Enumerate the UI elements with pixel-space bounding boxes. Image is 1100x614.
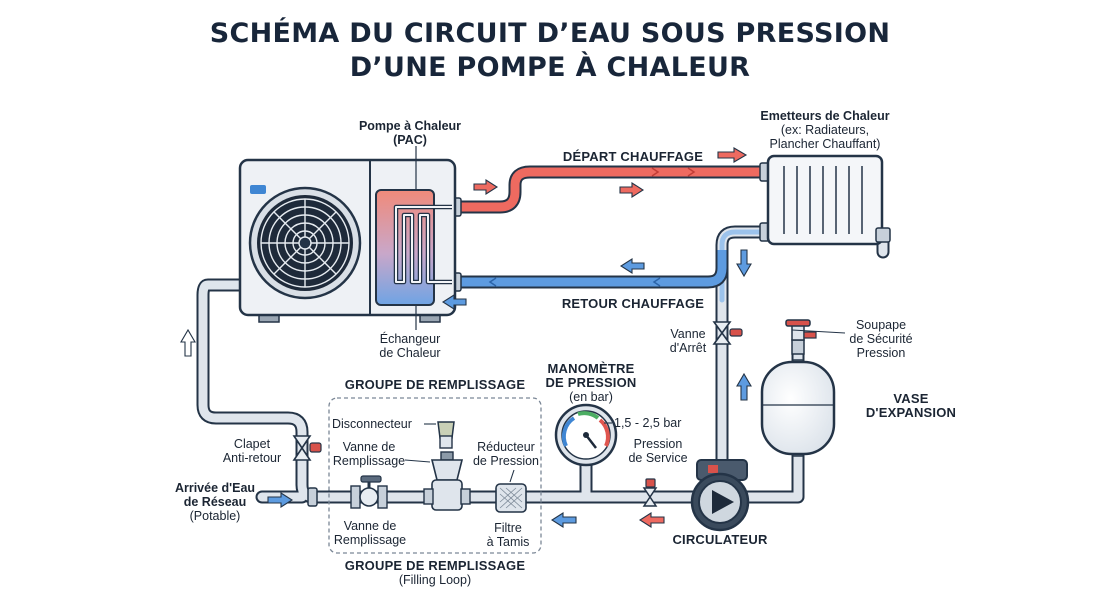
pression-service-label: Pression de Service xyxy=(622,437,694,465)
disconnector-icon xyxy=(437,421,455,449)
soupape-label: Soupape de Sécurité Pression xyxy=(836,318,926,360)
radiator-icon xyxy=(766,154,891,246)
arrivee-eau-line-3: (Potable) xyxy=(189,509,241,523)
fan-icon xyxy=(248,186,362,300)
arrow-left-blue-icon xyxy=(441,293,467,311)
vanne-remplissage-top-line-1: Vanne de xyxy=(342,440,396,454)
depart-chauffage-label: DÉPART CHAUFFAGE xyxy=(562,149,704,164)
soupape-label-line-1: Soupape xyxy=(855,318,907,332)
groupe-remplissage-bottom-label: GROUPE DE REMPLISSAGE (Filling Loop) xyxy=(320,558,550,588)
pressure-range-label: 1,5 - 2,5 bar xyxy=(614,416,682,430)
reducteur-pression-line-2: de Pression xyxy=(472,454,539,468)
safety-valve-icon xyxy=(785,319,817,341)
echangeur-label-line-1: Échangeur xyxy=(379,332,441,346)
manometre-label-line-1: MANOMÈTRE xyxy=(547,361,635,376)
pressure-gauge-icon xyxy=(554,403,618,467)
filling-loop-box xyxy=(328,397,542,554)
arrow-left-blue-icon xyxy=(550,511,577,529)
emetteurs-label-line-1: Emetteurs de Chaleur xyxy=(760,109,890,123)
arrow-left-blue-icon xyxy=(619,257,645,275)
manometre-label-line-3: (en bar) xyxy=(569,390,613,404)
leader-lines xyxy=(404,329,846,483)
retour-chauffage-label: RETOUR CHAUFFAGE xyxy=(561,296,705,311)
disconnecteur-label: Disconnecteur xyxy=(332,417,412,431)
vase-expansion-label-line-2: D'EXPANSION xyxy=(865,405,957,420)
supply-pipe-hot xyxy=(452,165,768,214)
vanne-remplissage-top-label: Vanne de Remplissage xyxy=(330,440,408,468)
echangeur-label-line-2: de Chaleur xyxy=(379,346,441,360)
echangeur-label: Échangeur de Chaleur xyxy=(355,332,465,360)
direction-arrows xyxy=(180,147,752,529)
vanne-remplissage-bottom-label: Vanne de Remplissage xyxy=(330,519,410,547)
pressure-reducer-icon xyxy=(423,451,471,511)
filtre-tamis-line-1: Filtre xyxy=(494,521,522,535)
vanne-arret-label: Vanne d'Arrêt xyxy=(660,327,716,355)
filtre-tamis-line-2: à Tamis xyxy=(486,535,530,549)
arrow-right-blue-icon xyxy=(267,491,294,509)
arrivee-eau-line-2: de Réseau xyxy=(183,495,247,509)
pipe-flow-chevrons xyxy=(488,167,696,287)
return-pipe-cold xyxy=(452,250,729,289)
arrow-right-red-icon xyxy=(473,178,499,196)
groupe-remplissage-bottom-line-1: GROUPE DE REMPLISSAGE xyxy=(344,558,526,573)
vanne-remplissage-bottom-line-1: Vanne de xyxy=(343,519,397,533)
arrow-right-red-icon xyxy=(717,147,748,163)
vanne-arret-label-line-2: d'Arrêt xyxy=(669,341,707,355)
pression-service-label-line-1: Pression xyxy=(633,437,683,451)
diagram-title-line-1: SCHÉMA DU CIRCUIT D’EAU SOUS PRESSION xyxy=(209,18,891,49)
arrow-up-outline-icon xyxy=(180,328,196,357)
reducteur-pression-line-1: Réducteur xyxy=(477,440,535,454)
clapet-anti-retour-label: Clapet Anti-retour xyxy=(212,437,292,465)
vanne-arret-label-line-1: Vanne xyxy=(670,327,706,341)
emetteurs-label: Emetteurs de Chaleur (ex: Radiateurs, Pl… xyxy=(740,109,910,151)
arrow-right-red-icon xyxy=(619,181,645,199)
vase-expansion-label: VASE D'EXPANSION xyxy=(856,392,966,420)
pac-label-line-2: (PAC) xyxy=(393,133,427,147)
clapet-anti-retour-line-1: Clapet xyxy=(233,437,271,451)
heat-exchanger-icon xyxy=(375,189,452,306)
groupe-remplissage-top-label: GROUPE DE REMPLISSAGE xyxy=(344,377,526,392)
pac-label-line-1: Pompe à Chaleur xyxy=(358,119,462,133)
heat-pump-unit xyxy=(238,146,457,330)
emetteurs-label-line-3: Plancher Chauffant) xyxy=(769,137,881,151)
reducteur-pression-label: Réducteur de Pression xyxy=(468,440,544,468)
vase-expansion-label-line-1: VASE xyxy=(893,391,929,406)
arrivee-eau-line-1: Arrivée d'Eau xyxy=(174,481,256,495)
arrow-left-red-icon xyxy=(638,511,665,529)
manometre-label-line-2: DE PRESSION xyxy=(545,375,637,390)
circulator-pump-icon xyxy=(690,459,750,532)
fill-valve-icon xyxy=(350,475,388,509)
check-valve-pump-icon xyxy=(642,478,658,507)
clapet-anti-retour-line-2: Anti-retour xyxy=(222,451,282,465)
filtre-tamis-label: Filtre à Tamis xyxy=(480,521,536,549)
emetteurs-label-line-2: (ex: Radiateurs, xyxy=(780,123,870,137)
vanne-remplissage-top-line-2: Remplissage xyxy=(332,454,406,468)
manometre-label: MANOMÈTRE DE PRESSION (en bar) xyxy=(536,361,646,405)
arrow-down-blue-icon xyxy=(736,249,752,278)
circulateur-label: CIRCULATEUR xyxy=(672,532,768,547)
pac-label: Pompe à Chaleur (PAC) xyxy=(340,119,480,147)
vanne-remplissage-bottom-line-2: Remplissage xyxy=(333,533,407,547)
stop-valve-icon xyxy=(712,321,743,345)
arrow-up-blue-icon xyxy=(736,372,752,401)
soupape-label-line-2: de Sécurité xyxy=(849,332,913,346)
expansion-vessel-icon xyxy=(760,339,836,456)
diagram-title-line-2: D’UNE POMPE À CHALEUR xyxy=(349,52,751,83)
strainer-filter-icon xyxy=(495,483,527,513)
arrivee-eau-label: Arrivée d'Eau de Réseau (Potable) xyxy=(165,481,265,523)
groupe-remplissage-bottom-line-2: (Filling Loop) xyxy=(398,573,472,587)
pression-service-label-line-2: de Service xyxy=(628,451,688,465)
soupape-label-line-3: Pression xyxy=(856,346,906,360)
check-valve-left-icon xyxy=(292,435,322,461)
